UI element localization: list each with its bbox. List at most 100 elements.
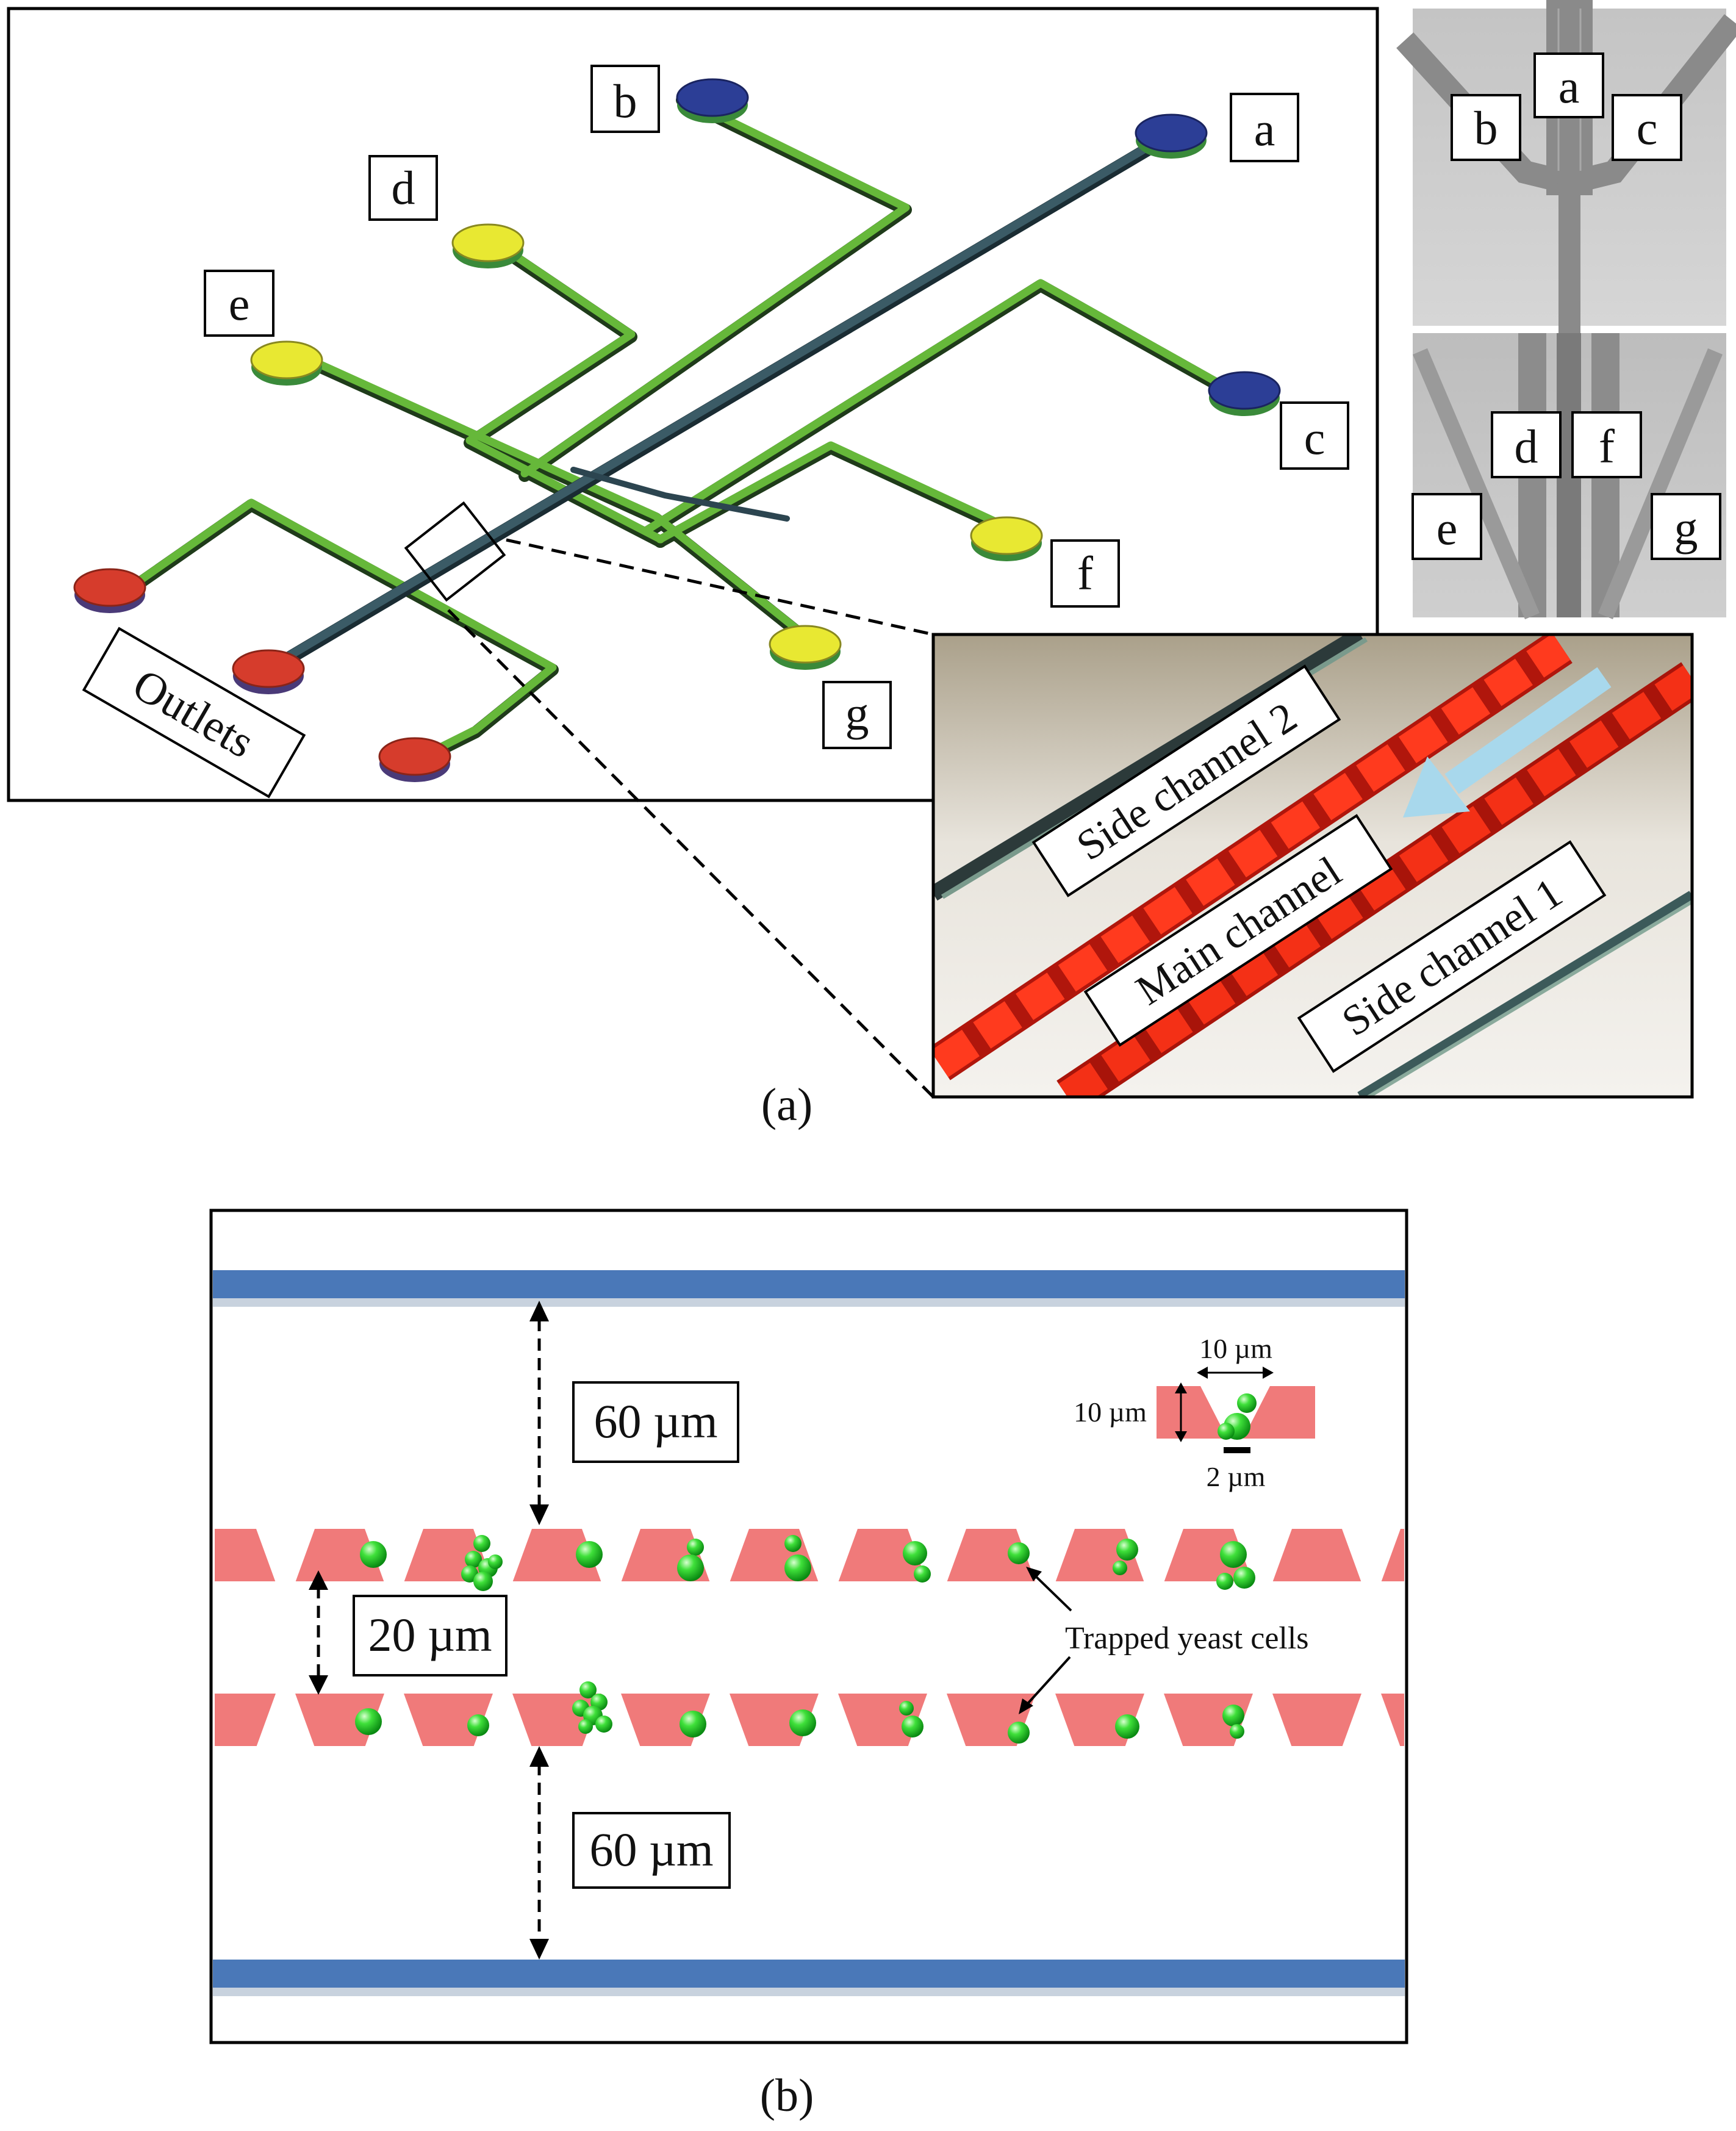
inlet-reservoirs: [250, 78, 1281, 670]
yeast-cell: [914, 1565, 931, 1583]
yeast-cell: [899, 1701, 914, 1716]
yeast-cell: [1222, 1705, 1244, 1727]
trapped-cells-label: Trapped yeast cells: [1065, 1621, 1309, 1656]
trap-notch: [690, 1694, 749, 1747]
yeast-cell: [579, 1681, 597, 1698]
trap-notch: [256, 1529, 315, 1583]
label-e: e: [229, 277, 250, 330]
trapped-cells: [355, 1535, 1255, 1744]
micro-label-b: b: [1474, 101, 1498, 154]
callout-arrow-lower: [1022, 1656, 1071, 1709]
trap-notch: [582, 1529, 640, 1583]
yeast-cell: [1115, 1714, 1139, 1739]
outlet-reservoirs: [73, 568, 451, 782]
label-c: c: [1304, 411, 1325, 464]
inlet-d: [451, 223, 525, 268]
trap-notch: [365, 1529, 423, 1583]
yeast-cell: [355, 1708, 382, 1735]
trap-notch: [690, 1529, 749, 1583]
trap-notch: [473, 1694, 532, 1747]
yeast-cell: [902, 1716, 924, 1738]
micrograph-top: a b c: [1396, 0, 1736, 337]
trap-notch: [1342, 1694, 1401, 1747]
label-b: b: [614, 74, 637, 128]
zoom-region-box: [404, 501, 506, 602]
dim-label-bottom: 60 µm: [589, 1823, 713, 1876]
yeast-cell: [576, 1541, 603, 1568]
caption-b: (b): [760, 2070, 814, 2121]
micro-label-e: e: [1437, 501, 1458, 555]
zoom-leader-top: [506, 538, 934, 636]
trap-notch: [256, 1694, 315, 1747]
yeast-cell: [784, 1554, 811, 1581]
trap-notch: [908, 1694, 966, 1747]
inlet-f: [970, 516, 1043, 561]
label-g: g: [845, 687, 869, 740]
yeast-cell: [1220, 1541, 1247, 1568]
top-wall: [213, 1270, 1405, 1298]
dim-arrow-top: [529, 1301, 549, 1525]
dim-label-top: 60 µm: [594, 1395, 717, 1448]
yeast-cell: [1216, 1573, 1233, 1590]
outlet-2: [232, 649, 305, 694]
yeast-cell: [360, 1541, 387, 1568]
trap-notch: [1125, 1529, 1183, 1583]
micro-label-f: f: [1599, 420, 1615, 473]
yeast-cell: [1008, 1542, 1030, 1564]
yeast-cell: [1116, 1539, 1138, 1561]
yeast-cell: [473, 1572, 493, 1591]
main-channel-path: [281, 129, 1178, 666]
trap-notch: [365, 1694, 423, 1747]
yeast-cell: [903, 1541, 927, 1565]
inlet-a: [1135, 113, 1208, 159]
yeast-cell: [465, 1551, 482, 1568]
yeast-cell: [467, 1714, 489, 1736]
panel-a: b a d e c f g Outlets: [7, 0, 1736, 1130]
bottom-wall: [213, 1960, 1405, 1988]
trap-width-label: 10 µm: [1199, 1333, 1272, 1364]
yeast-cell: [677, 1554, 704, 1581]
yeast-cell: [578, 1719, 593, 1734]
yeast-cell: [789, 1709, 816, 1736]
inlet-e: [250, 340, 323, 386]
micro-label-a: a: [1558, 60, 1580, 113]
label-d: d: [392, 161, 415, 214]
trap-notch: [799, 1694, 858, 1747]
yeast-cell: [784, 1535, 802, 1552]
micro-label-c: c: [1637, 101, 1658, 154]
outlet-1: [73, 568, 146, 613]
trap-detail: 10 µm 10 µm 2 µm: [1074, 1333, 1315, 1492]
panel-b: 60 µm 20 µm 60 µm 10 µm 10 µm 2 µm Trapp…: [209, 1209, 1408, 2121]
trap-gap-label: 2 µm: [1207, 1461, 1266, 1492]
inlet-g: [769, 625, 842, 670]
trap-notch: [1125, 1694, 1183, 1747]
dim-arrow-mid: [309, 1570, 328, 1695]
yeast-cell: [488, 1554, 503, 1569]
yeast-cell: [1233, 1567, 1255, 1589]
yeast-cell: [1008, 1722, 1030, 1744]
yeast-cell: [473, 1535, 490, 1552]
inlet-channels: [134, 93, 1233, 769]
label-a: a: [1254, 102, 1275, 156]
dim-arrow-bottom: [529, 1746, 549, 1960]
yeast-cell: [680, 1711, 706, 1738]
caption-a: (a): [761, 1079, 812, 1130]
trap-notch: [1342, 1529, 1401, 1583]
label-f: f: [1077, 547, 1093, 600]
yeast-cell: [1230, 1724, 1244, 1739]
callout-arrow-upper: [1031, 1572, 1072, 1612]
inlet-labels: b a d e c f g: [204, 65, 1349, 749]
trap-depth-label: 10 µm: [1074, 1396, 1147, 1428]
zoom-inset: Side channel 2 Main channel Side channel…: [931, 633, 1694, 1099]
inlet-c: [1208, 371, 1281, 416]
inlet-b: [676, 78, 749, 123]
yeast-cell: [595, 1716, 612, 1733]
trap-notch: [799, 1529, 858, 1583]
yeast-cell: [1113, 1561, 1127, 1575]
yeast-cell: [687, 1539, 704, 1556]
outlet-3: [378, 737, 451, 782]
micrograph-bottom: d f e g: [1411, 333, 1726, 620]
micro-label-g: g: [1674, 501, 1698, 555]
